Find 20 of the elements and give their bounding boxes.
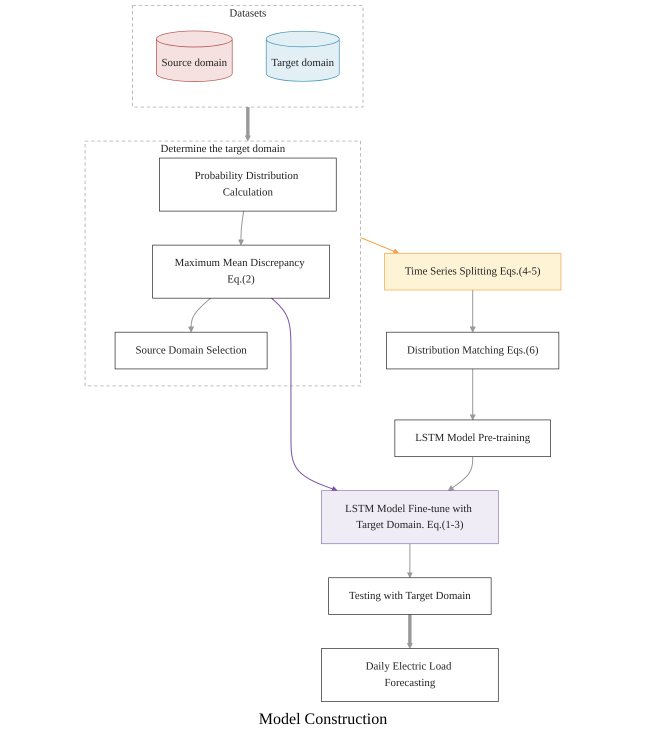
node-box: LSTM Model Fine-tune with Target Domain. Eq.(1-3) [321, 490, 499, 544]
arrow [188, 298, 211, 332]
node-box: Maximum Mean Discrepancy Eq.(2) [152, 244, 330, 299]
node-box: Probability Distribution Calculation [159, 158, 337, 212]
arrow [238, 211, 244, 246]
arrow [470, 290, 476, 332]
node-box: Time Series Splitting Eqs.(4-5) [384, 252, 562, 290]
arrow [406, 614, 413, 649]
arrow [244, 107, 251, 142]
node-box: Source Domain Selection [114, 332, 268, 370]
node-box: Testing with Target Domain [328, 577, 492, 615]
node-box: LSTM Model Pre-training [394, 420, 551, 458]
section-label: Model Construction [258, 711, 388, 729]
node-box: Daily Electric Load Forecasting [321, 648, 499, 702]
arrow [360, 237, 400, 254]
arrow [271, 298, 338, 492]
arrow [470, 368, 476, 420]
arrow [406, 544, 413, 578]
node-box: Distribution Matching Eqs.(6) [386, 332, 560, 370]
arrow [448, 456, 474, 491]
